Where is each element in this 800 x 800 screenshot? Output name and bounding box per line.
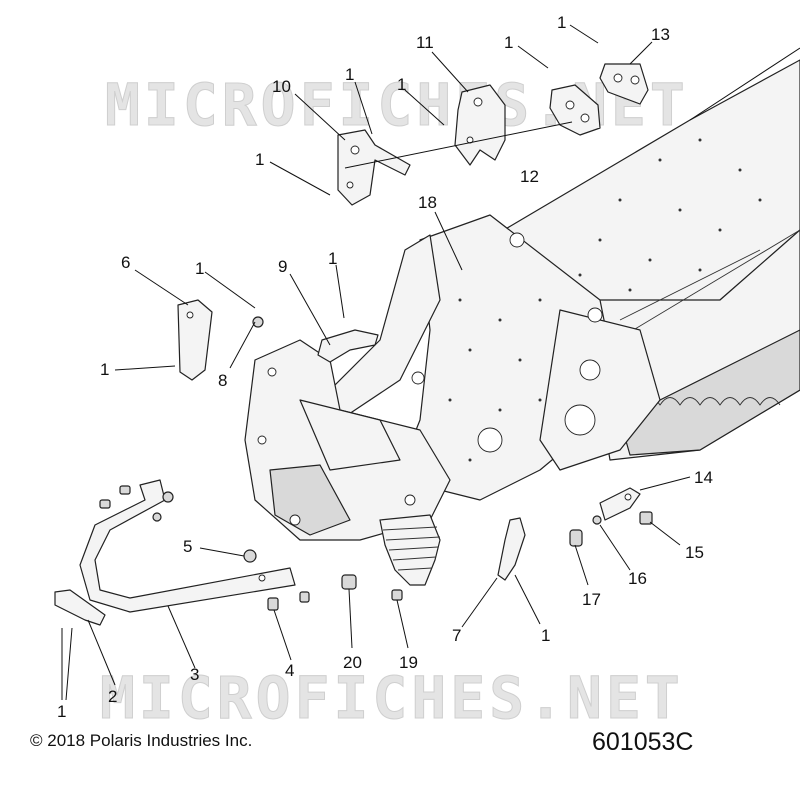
callout-1: 1 xyxy=(57,702,66,721)
callout-13: 13 xyxy=(651,25,670,44)
callout-labels: 1 13 1 11 1 10 1 12 1 18 6 1 9 1 1 8 14 … xyxy=(57,13,713,721)
callout-1: 1 xyxy=(541,626,550,645)
callout-17: 17 xyxy=(582,590,601,609)
callout-9: 9 xyxy=(278,257,287,276)
callout-14: 14 xyxy=(694,468,713,487)
callout-11: 11 xyxy=(416,33,434,52)
bracket-2 xyxy=(54,589,106,626)
bracket-13 xyxy=(599,63,649,105)
bracket-6 xyxy=(177,299,213,381)
bracket-9 xyxy=(317,329,379,363)
bracket-14 xyxy=(599,487,641,521)
bracket-11 xyxy=(454,84,506,166)
callout-1: 1 xyxy=(397,75,406,94)
watermark-bottom: MICROFICHES.NET xyxy=(100,664,684,732)
callout-7: 7 xyxy=(452,626,461,645)
callout-1: 1 xyxy=(255,150,264,169)
bracket-10 xyxy=(337,129,411,206)
callout-1: 1 xyxy=(328,249,337,268)
hardware xyxy=(99,316,653,611)
callout-20: 20 xyxy=(343,653,362,672)
callout-12: 12 xyxy=(520,167,539,186)
bracket-7 xyxy=(497,517,526,581)
diagram-number: 601053C xyxy=(592,728,694,756)
callout-4: 4 xyxy=(285,661,294,680)
callout-1: 1 xyxy=(504,33,513,52)
callout-8: 8 xyxy=(218,371,227,390)
callout-1: 1 xyxy=(195,259,204,278)
steering-boot xyxy=(379,514,441,586)
callout-15: 15 xyxy=(685,543,704,562)
callout-19: 19 xyxy=(399,653,418,672)
callout-1: 1 xyxy=(100,360,109,379)
leader-lines xyxy=(61,24,691,701)
callout-16: 16 xyxy=(628,569,647,588)
bumper-3 xyxy=(79,479,296,613)
chassis-18 xyxy=(319,214,661,501)
callout-2: 2 xyxy=(108,687,117,706)
callout-1: 1 xyxy=(345,65,354,84)
callout-6: 6 xyxy=(121,253,130,272)
callout-1: 1 xyxy=(557,13,566,32)
copyright-notice: © 2018 Polaris Industries Inc. xyxy=(30,731,253,750)
callout-3: 3 xyxy=(190,665,199,684)
callout-18: 18 xyxy=(418,193,437,212)
front-frame xyxy=(244,339,451,541)
callout-5: 5 xyxy=(183,537,192,556)
bracket-12 xyxy=(549,84,601,136)
callout-10: 10 xyxy=(272,77,291,96)
